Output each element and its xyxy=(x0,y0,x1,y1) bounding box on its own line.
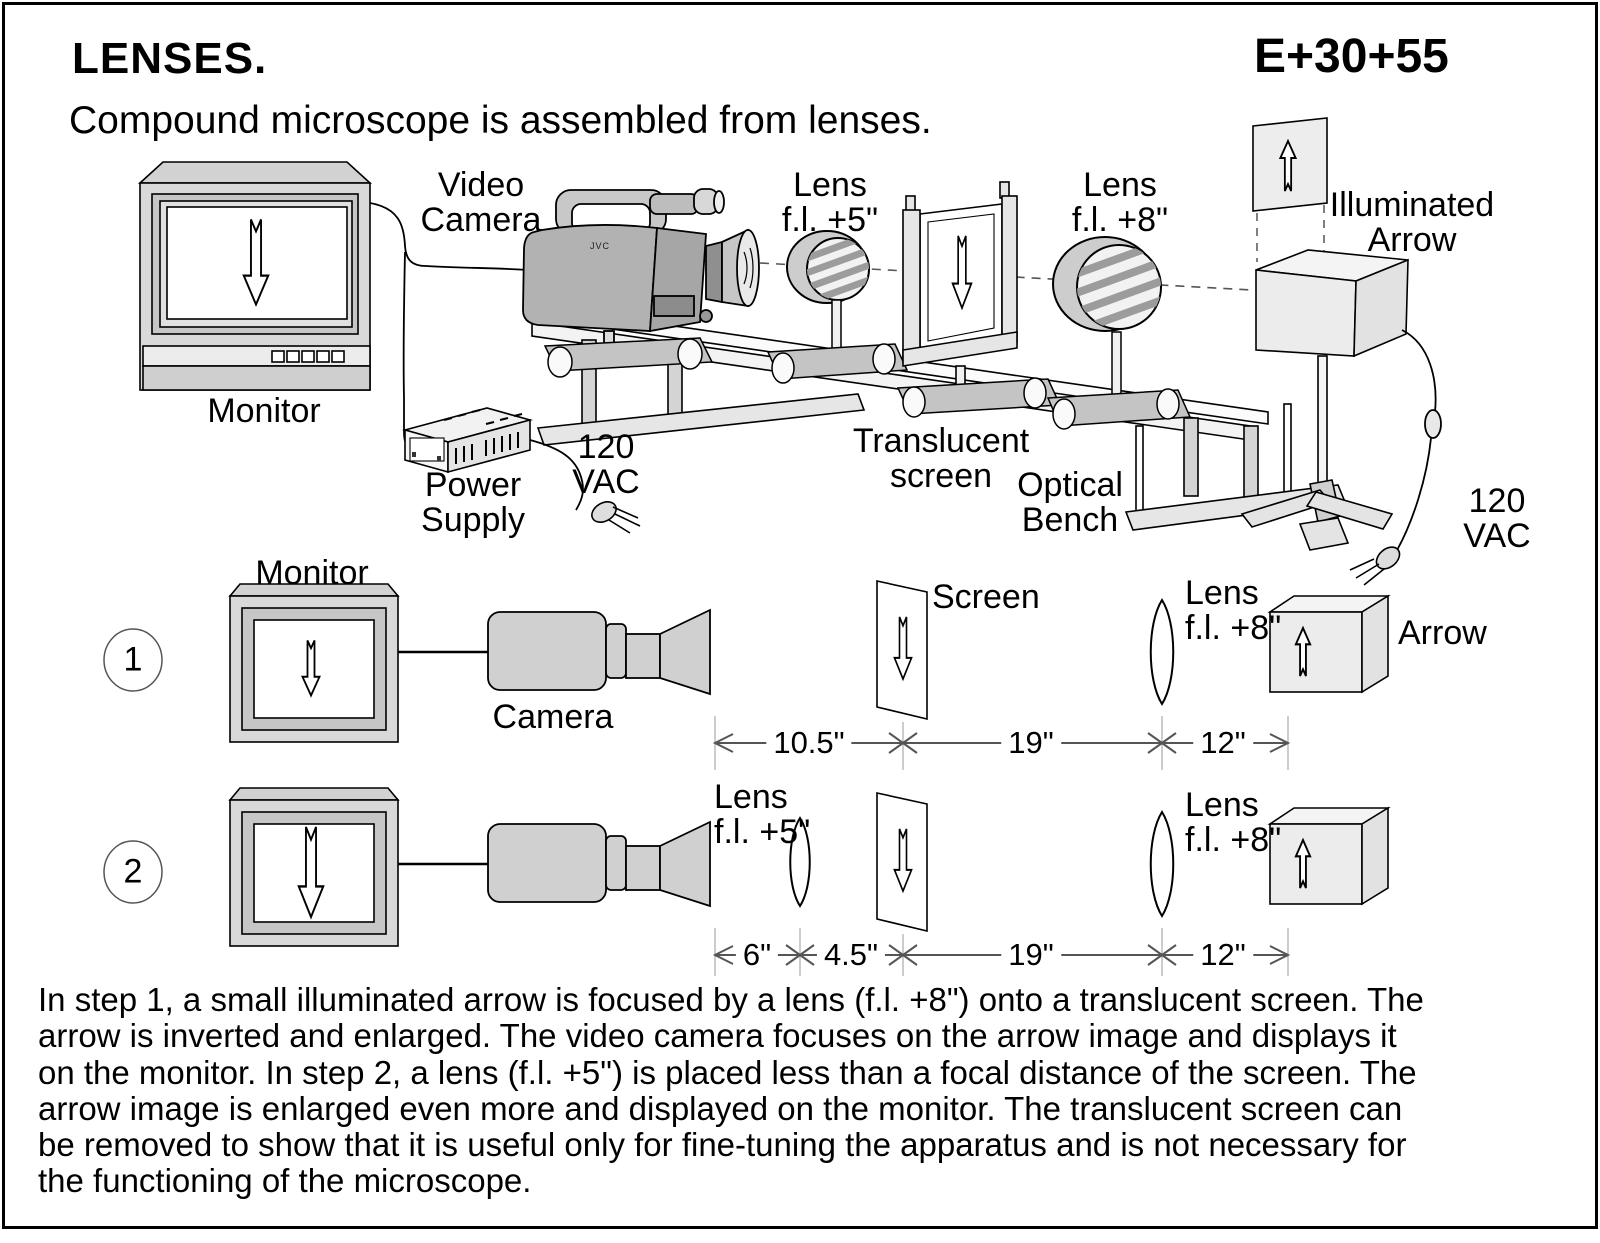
right-plug xyxy=(1349,546,1401,586)
step2-monitor xyxy=(228,787,400,947)
step2-lens8-label: Lens f.l. +8" xyxy=(1185,786,1282,860)
video-camera-label: Video Camera xyxy=(420,166,542,240)
power-supply-label: Power Supply xyxy=(421,466,525,540)
illuminated-arrow-card xyxy=(1252,117,1328,212)
step1-lens8 xyxy=(1149,598,1175,706)
illuminated-arrow-box xyxy=(1255,249,1409,358)
step2-screen xyxy=(876,792,928,933)
step2-arrow-box xyxy=(1267,806,1391,906)
step2-camera xyxy=(487,820,711,908)
step1-screen xyxy=(876,580,928,721)
step1-arrow-box xyxy=(1267,594,1391,694)
vac-left-label: 120 VAC xyxy=(572,428,640,502)
description-line: arrow is inverted and enlarged. The vide… xyxy=(38,1017,1397,1055)
illuminated-arrow-label: Illuminated Arrow xyxy=(1329,186,1495,260)
description-line: on the monitor. In step 2, a lens (f.l. … xyxy=(38,1053,1417,1091)
step1-arrow-label: Arrow xyxy=(1398,614,1487,652)
video-cables xyxy=(369,202,529,449)
step1-camera-label: Camera xyxy=(492,698,614,736)
step1-number: 1 xyxy=(123,640,143,679)
vac-right-label: 120 VAC xyxy=(1463,482,1531,556)
step2-number: 2 xyxy=(123,852,143,891)
step2-badge xyxy=(103,840,163,904)
page-subtitle: Compound microscope is assembled from le… xyxy=(69,99,932,142)
step2-dim-19: 19" xyxy=(1001,938,1061,972)
description-paragraph: In step 1, a small illuminated arrow is … xyxy=(38,981,1573,1200)
step1-monitor-label: Monitor xyxy=(255,554,369,592)
step2-lens5-label: Lens f.l. +5" xyxy=(714,778,811,852)
catalog-code: E+30+55 xyxy=(1254,30,1449,83)
step1-dim-10-5: 10.5" xyxy=(766,726,852,760)
main-video-camera xyxy=(522,188,760,347)
step2-lens8 xyxy=(1149,810,1175,918)
camera-brand-label: JVC xyxy=(590,241,611,251)
step2-dim-6: 6" xyxy=(735,938,779,972)
step1-lens8-label: Lens f.l. +8" xyxy=(1185,574,1282,648)
main-lens-8 xyxy=(1046,236,1192,430)
description-line: be removed to show that it is useful onl… xyxy=(38,1126,1407,1164)
main-monitor-label: Monitor xyxy=(207,392,321,430)
step2-dim-4-5: 4.5" xyxy=(816,938,886,972)
step2-dim-12: 12" xyxy=(1193,938,1253,972)
camera-carriage xyxy=(543,337,714,378)
bench-right-support xyxy=(1124,403,1347,531)
step1-monitor xyxy=(228,583,400,743)
description-line: the functioning of the microscope. xyxy=(38,1162,532,1200)
main-lens-5 xyxy=(766,230,909,384)
arrow-stand xyxy=(1240,355,1394,551)
step1-dim-12: 12" xyxy=(1193,726,1253,760)
main-translucent-screen xyxy=(896,181,1062,418)
step1-camera xyxy=(487,608,711,696)
description-line: arrow image is enlarged even more and di… xyxy=(38,1089,1403,1127)
step2-lens5 xyxy=(789,816,811,908)
step1-dim-19: 19" xyxy=(1001,726,1061,760)
step1-screen-label: Screen xyxy=(932,578,1040,616)
left-plug xyxy=(591,501,641,534)
optical-bench-label: Optical Bench xyxy=(1017,466,1123,540)
step1-badge xyxy=(103,628,163,692)
right-power-cord xyxy=(1395,329,1442,553)
main-lens5-label: Lens f.l. +5" xyxy=(781,166,879,240)
main-monitor xyxy=(137,161,373,391)
translucent-screen-label: Translucent screen xyxy=(852,422,1030,496)
description-line: In step 1, a small illuminated arrow is … xyxy=(38,981,1424,1018)
page-title: LENSES. xyxy=(72,34,268,83)
left-power-cord xyxy=(529,439,584,511)
power-supply-box xyxy=(401,407,534,474)
main-lens8-label: Lens f.l. +8" xyxy=(1071,166,1169,240)
